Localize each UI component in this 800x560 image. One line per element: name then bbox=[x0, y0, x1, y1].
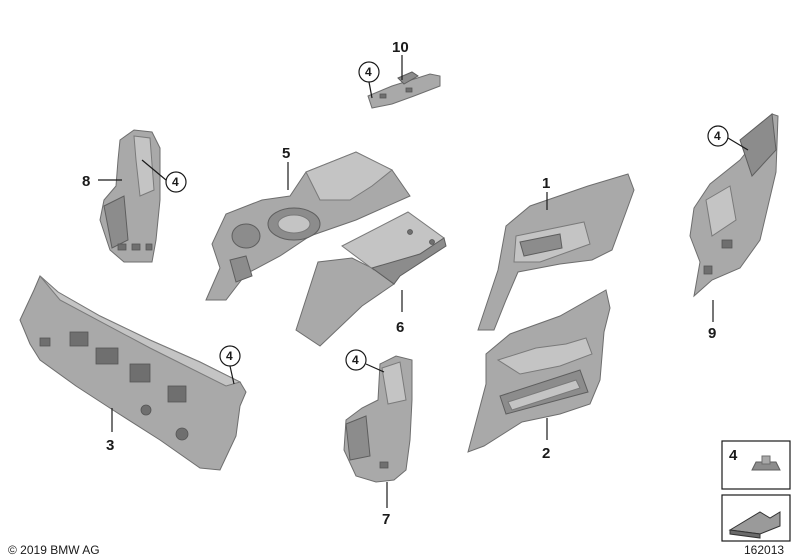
clip-icon bbox=[751, 455, 781, 471]
part-10-bracket[interactable] bbox=[367, 71, 441, 109]
svg-text:4: 4 bbox=[365, 65, 372, 79]
callout-10: 10 bbox=[392, 39, 409, 56]
clip-callout-8[interactable]: 4 bbox=[141, 159, 187, 193]
callout-3: 3 bbox=[106, 437, 114, 454]
svg-text:4: 4 bbox=[352, 353, 359, 367]
callout-7: 7 bbox=[382, 511, 390, 528]
part-6-floor-insulation[interactable] bbox=[295, 211, 447, 347]
clip-callout-3[interactable]: 4 bbox=[219, 345, 241, 385]
clip-callout-10[interactable]: 4 bbox=[358, 61, 380, 99]
callout-2: 2 bbox=[542, 445, 550, 462]
part-5-tunnel-insulation[interactable] bbox=[205, 151, 411, 301]
svg-text:4: 4 bbox=[714, 129, 721, 143]
svg-text:4: 4 bbox=[172, 175, 179, 189]
clip-callout-7[interactable]: 4 bbox=[345, 349, 385, 373]
callout-5: 5 bbox=[282, 145, 290, 162]
clip-callout-9[interactable]: 4 bbox=[707, 125, 749, 151]
part-9-side-panel[interactable] bbox=[689, 113, 779, 298]
callout-8: 8 bbox=[82, 173, 90, 190]
part-7-pillar-insulation[interactable] bbox=[343, 355, 413, 483]
legend-item-number: 4 bbox=[729, 447, 738, 464]
svg-text:4: 4 bbox=[226, 349, 233, 363]
callout-6: 6 bbox=[396, 319, 404, 336]
part-3-bulkhead-insulation[interactable] bbox=[19, 275, 247, 471]
legend-box: 4 bbox=[721, 440, 791, 542]
diagram-number: 162013 bbox=[744, 543, 784, 557]
part-1-door-panel-upper[interactable] bbox=[477, 173, 635, 331]
copyright-text: © 2019 BMW AG bbox=[8, 543, 100, 557]
callout-9: 9 bbox=[708, 325, 716, 342]
callout-1: 1 bbox=[542, 175, 550, 192]
part-2-door-panel-lower[interactable] bbox=[467, 289, 611, 453]
orientation-arrow-icon bbox=[728, 511, 781, 539]
part-8-pillar-insulation[interactable] bbox=[99, 129, 161, 263]
